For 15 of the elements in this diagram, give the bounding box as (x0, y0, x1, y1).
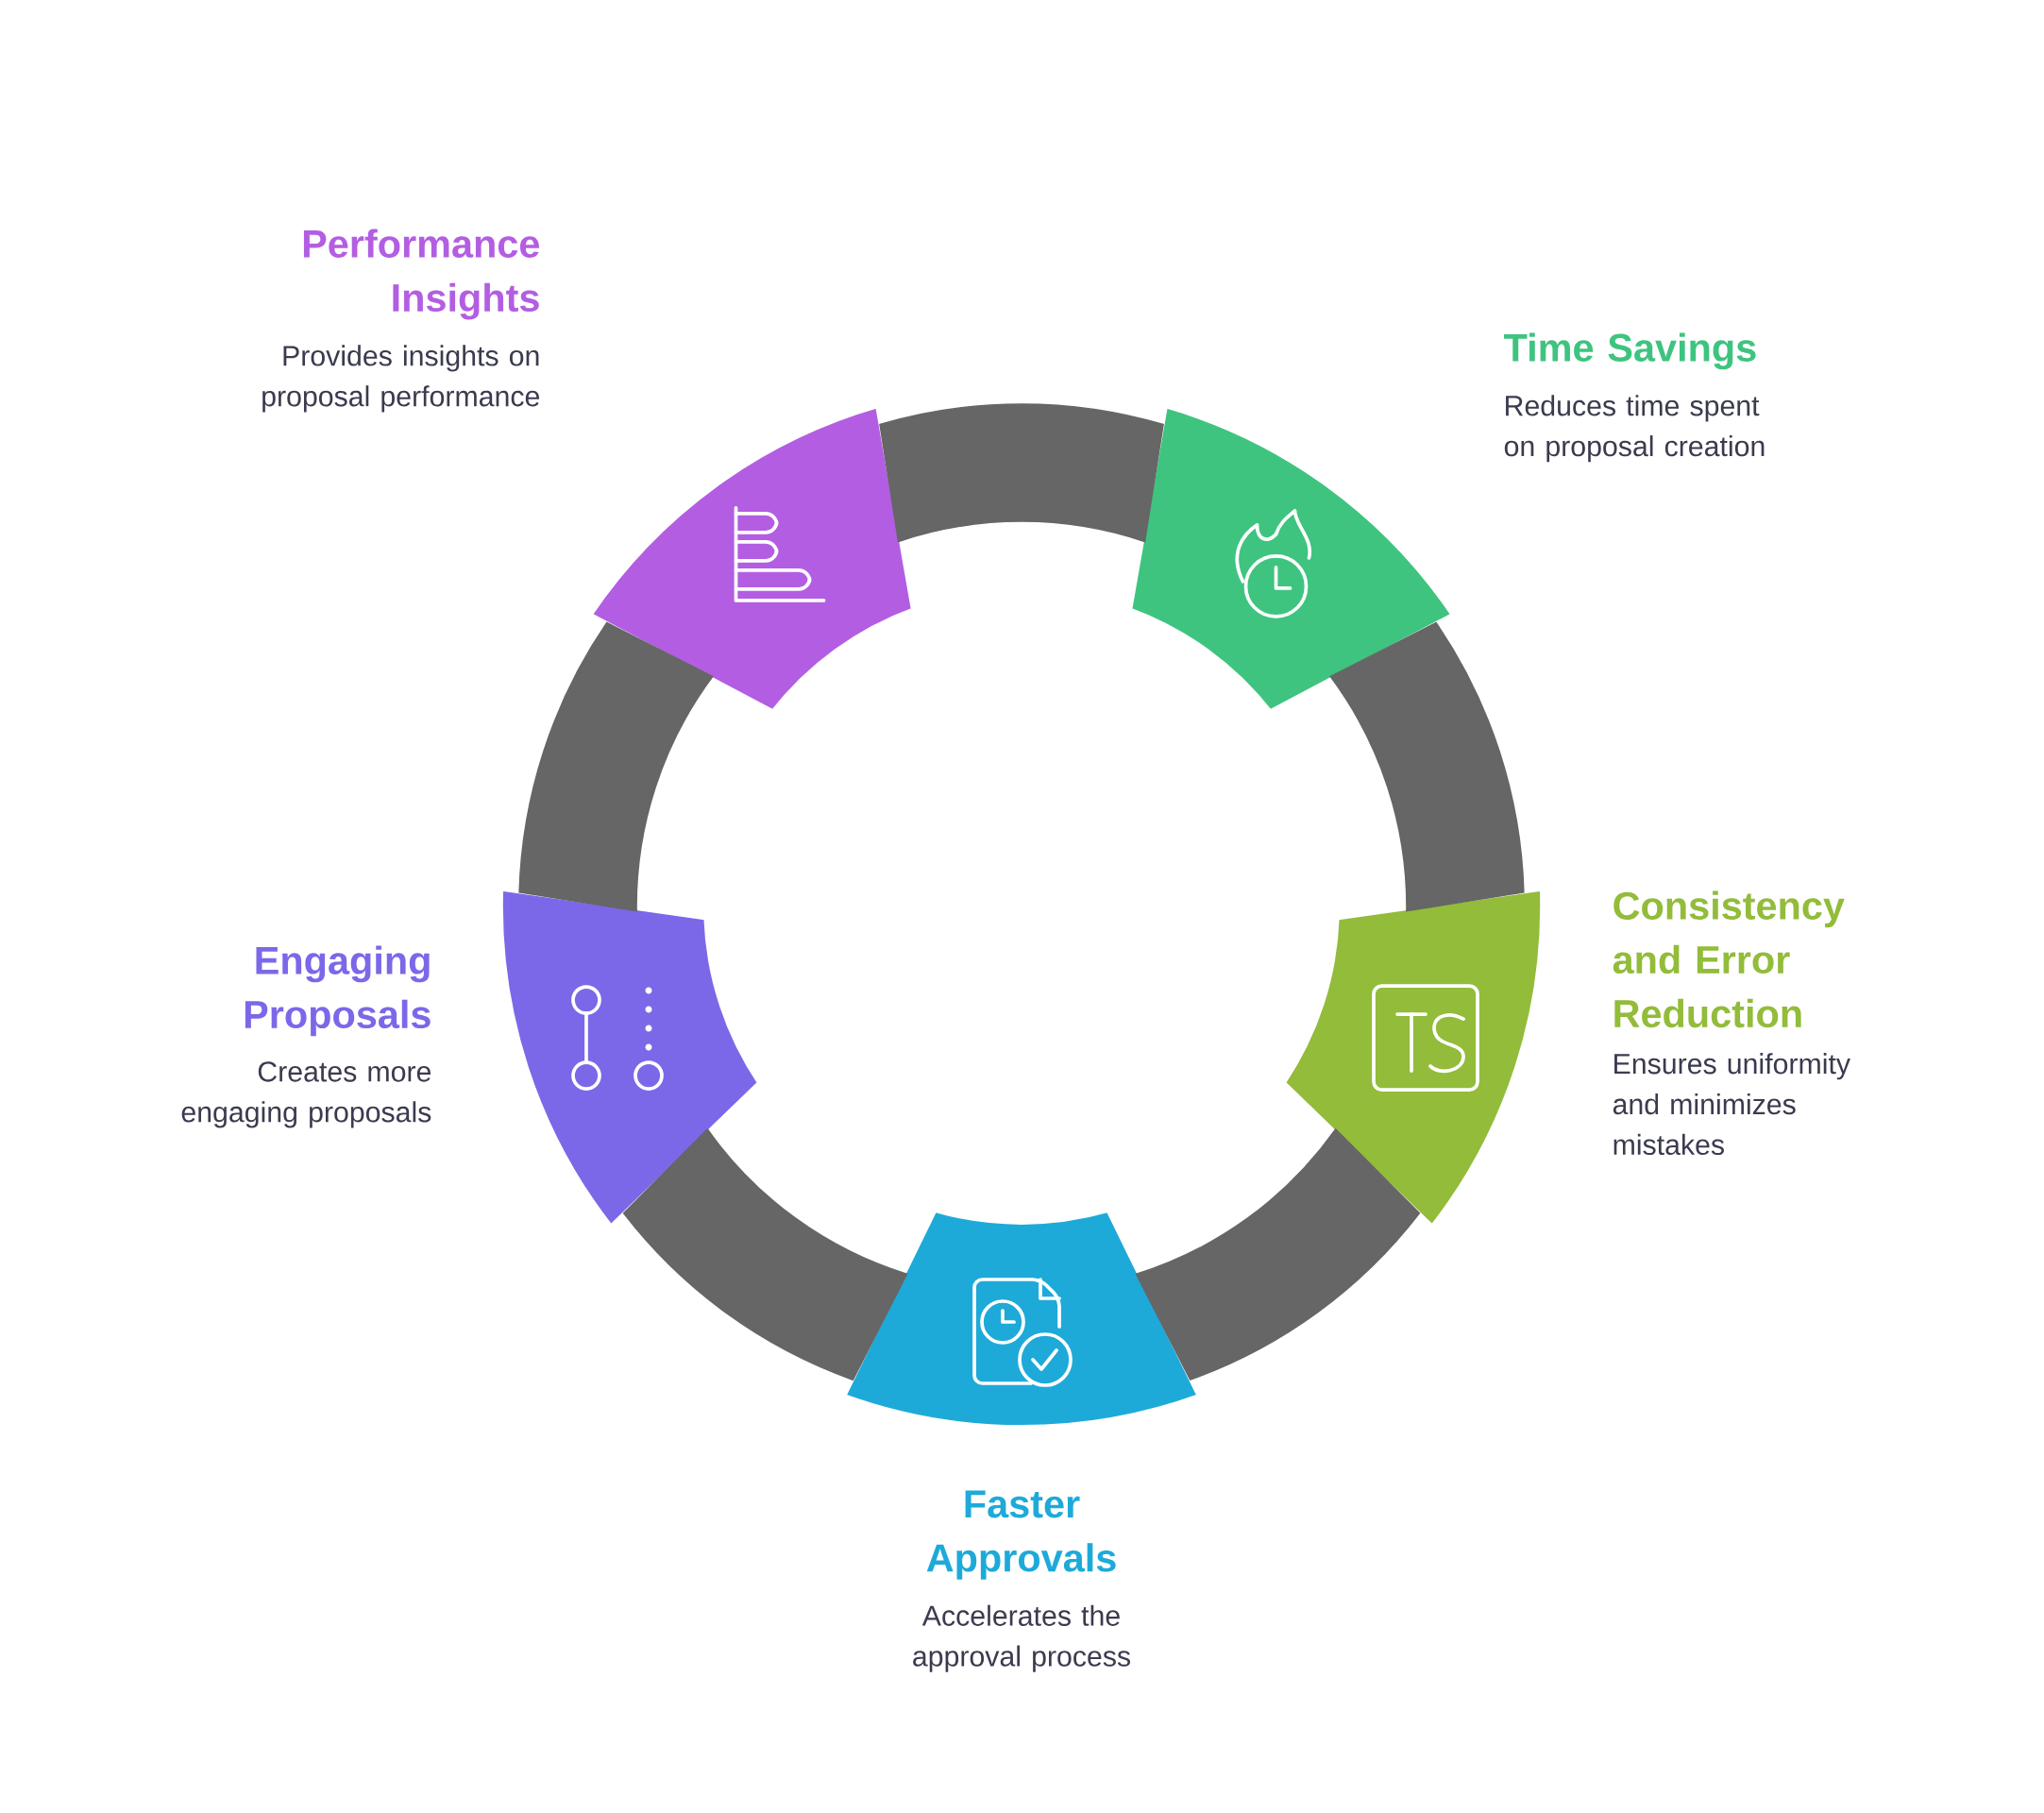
description: Creates more engaging proposals (181, 1061, 431, 1128)
heading: Engaging Proposals (245, 945, 431, 1037)
ring-arc (518, 621, 714, 912)
heading: Faster Approvals (926, 1490, 1116, 1580)
description: Reduces time spent on proposal creation (1504, 395, 1765, 463)
heading: Consistency and Error Reduction (1613, 890, 1845, 1028)
ring-arc (622, 1128, 908, 1381)
description: Ensures uniformity and minimizes mistakes (1613, 1053, 1850, 1156)
ring-arc (1329, 621, 1525, 912)
description: Provides insights on proposal performance (262, 345, 540, 413)
heading: Time Savings (1504, 332, 1756, 370)
description: Accelerates the approval process (913, 1604, 1131, 1672)
heading: Performance Insights (303, 229, 539, 320)
ring-arc (879, 403, 1164, 543)
ring-arc (1135, 1128, 1421, 1381)
